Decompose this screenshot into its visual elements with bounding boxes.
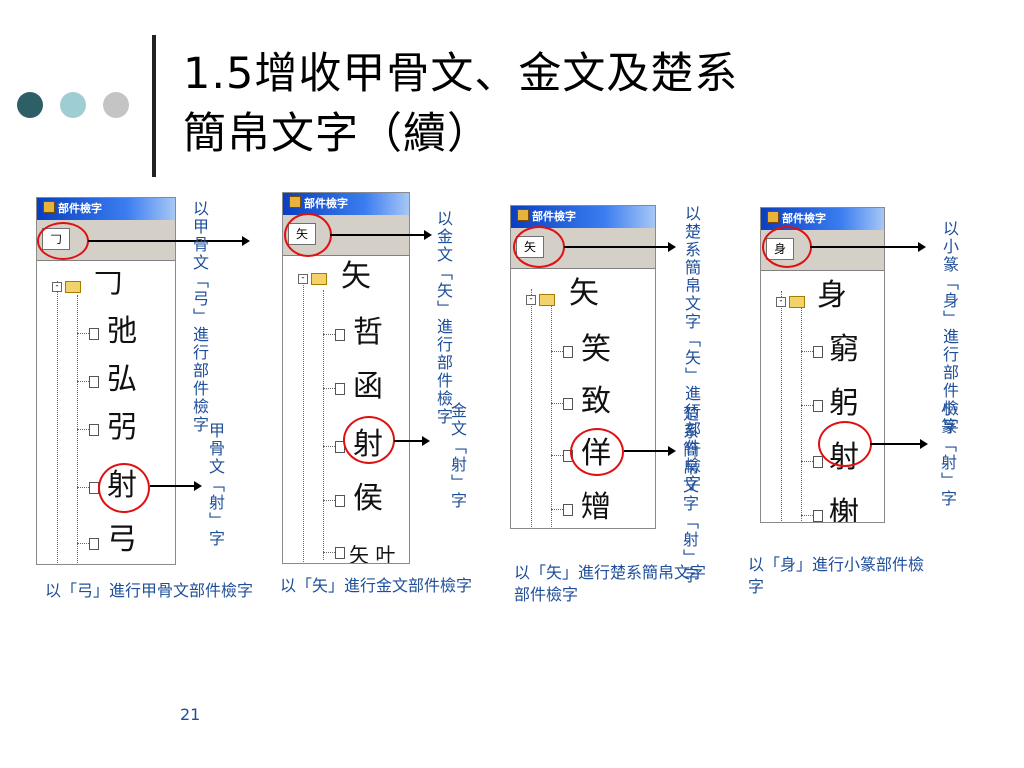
highlight-circle bbox=[818, 421, 872, 467]
decor-dot-3 bbox=[103, 92, 129, 118]
window-title: 部件檢字 bbox=[532, 210, 576, 223]
page-icon bbox=[335, 329, 345, 341]
window-title-bar: 部件檢字 bbox=[511, 206, 655, 228]
side-note: 以楚系簡帛文字「矢」進行部件檢字 bbox=[682, 205, 701, 493]
arrow bbox=[564, 242, 676, 252]
collapse-icon[interactable]: - bbox=[526, 295, 536, 305]
arrow bbox=[870, 439, 928, 449]
folder-icon bbox=[539, 294, 555, 306]
arrow bbox=[330, 230, 432, 240]
page-icon bbox=[813, 510, 823, 522]
page-icon bbox=[89, 328, 99, 340]
result-note: 楚系簡帛文字「射」字 bbox=[680, 405, 699, 585]
collapse-icon[interactable]: - bbox=[52, 282, 62, 292]
tree-glyph[interactable]: 窮 bbox=[829, 332, 859, 367]
tree-glyph[interactable]: 笑 bbox=[581, 332, 611, 367]
tree-glyph[interactable]: 躬 bbox=[829, 386, 859, 421]
arrow bbox=[810, 242, 926, 252]
page-icon bbox=[335, 383, 345, 395]
page-icon bbox=[813, 400, 823, 412]
tree-glyph[interactable]: 矰 bbox=[581, 490, 611, 525]
caption: 以「身」進行小篆部件檢字 bbox=[748, 555, 925, 596]
window-title-bar: 部件檢字 bbox=[761, 208, 884, 230]
page-icon bbox=[813, 346, 823, 358]
tree-glyph[interactable]: 哲 bbox=[353, 315, 383, 350]
page-icon bbox=[813, 456, 823, 468]
slide-title-line-2: 簡帛文字（續） bbox=[183, 109, 491, 159]
tree-glyph[interactable]: 榭 bbox=[829, 496, 859, 523]
app-icon bbox=[767, 211, 779, 223]
tree-glyph[interactable]: 弜 bbox=[107, 410, 137, 445]
tree-glyph[interactable]: 函 bbox=[353, 369, 383, 404]
caption: 以「矢」進行楚系簡帛文字部件檢字 bbox=[514, 563, 707, 604]
highlight-circle bbox=[570, 428, 624, 476]
collapse-icon[interactable]: - bbox=[776, 297, 786, 307]
highlight-circle bbox=[37, 222, 89, 260]
page-icon bbox=[563, 346, 573, 358]
page-icon bbox=[89, 376, 99, 388]
page-icon bbox=[89, 424, 99, 436]
collapse-icon[interactable]: - bbox=[298, 274, 308, 284]
page-number: 21 bbox=[180, 705, 201, 724]
window-title: 部件檢字 bbox=[58, 202, 102, 215]
tree-glyph[interactable]: 身 bbox=[817, 278, 847, 313]
title-divider bbox=[152, 35, 156, 177]
page-icon bbox=[335, 495, 345, 507]
tree-glyph[interactable]: 弘 bbox=[107, 362, 137, 397]
app-icon bbox=[289, 196, 301, 208]
decor-dot-1 bbox=[17, 92, 43, 118]
window-title: 部件檢字 bbox=[304, 197, 348, 210]
app-icon bbox=[43, 201, 55, 213]
highlight-circle bbox=[98, 463, 150, 513]
highlight-circle bbox=[513, 226, 565, 268]
highlight-circle bbox=[343, 416, 395, 464]
highlight-circle bbox=[762, 226, 812, 268]
window-title: 部件檢字 bbox=[782, 212, 826, 225]
highlight-circle bbox=[284, 213, 332, 257]
tree-glyph[interactable]: 弛 bbox=[107, 314, 137, 349]
result-note: 小篆「射」字 bbox=[938, 400, 957, 508]
decor-dot-2 bbox=[60, 92, 86, 118]
page-icon bbox=[563, 504, 573, 516]
page-icon bbox=[335, 547, 345, 559]
tree-glyph[interactable]: 矢 叶 bbox=[349, 543, 396, 564]
result-note: 甲骨文「射」字 bbox=[206, 422, 225, 548]
arrow bbox=[88, 236, 250, 246]
slide-title: 1.5增收甲骨文、金文及楚系 簡帛文字（續） bbox=[183, 44, 738, 164]
folder-icon bbox=[311, 273, 327, 285]
tree-glyph[interactable]: 矢 bbox=[569, 276, 599, 311]
arrow bbox=[394, 436, 430, 446]
page-icon bbox=[563, 398, 573, 410]
slide-title-line-1: 1.5增收甲骨文、金文及楚系 bbox=[183, 49, 739, 99]
result-note: 金文「射」字 bbox=[448, 402, 467, 510]
window-title-bar: 部件檢字 bbox=[37, 198, 175, 220]
tree-glyph[interactable]: 弓 bbox=[107, 522, 137, 557]
app-icon bbox=[517, 209, 529, 221]
side-note: 以金文「矢」進行部件檢字 bbox=[434, 210, 453, 426]
window-title-bar: 部件檢字 bbox=[283, 193, 409, 215]
caption: 以「矢」進行金文部件檢字 bbox=[280, 576, 473, 595]
tree-glyph[interactable]: 𠃌 bbox=[93, 266, 123, 301]
tree-glyph[interactable]: 矢 bbox=[341, 259, 371, 294]
tree-glyph[interactable]: 致 bbox=[581, 384, 611, 419]
page-icon bbox=[89, 538, 99, 550]
arrow bbox=[150, 481, 202, 491]
caption: 以「弓」進行甲骨文部件檢字 bbox=[45, 581, 254, 600]
side-note: 以小篆「身」進行部件檢字 bbox=[940, 220, 959, 436]
arrow bbox=[624, 446, 676, 456]
side-note: 以甲骨文「弓」進行部件檢字 bbox=[190, 200, 209, 434]
tree-glyph[interactable]: 侯 bbox=[353, 481, 383, 516]
folder-icon bbox=[789, 296, 805, 308]
folder-icon bbox=[65, 281, 81, 293]
